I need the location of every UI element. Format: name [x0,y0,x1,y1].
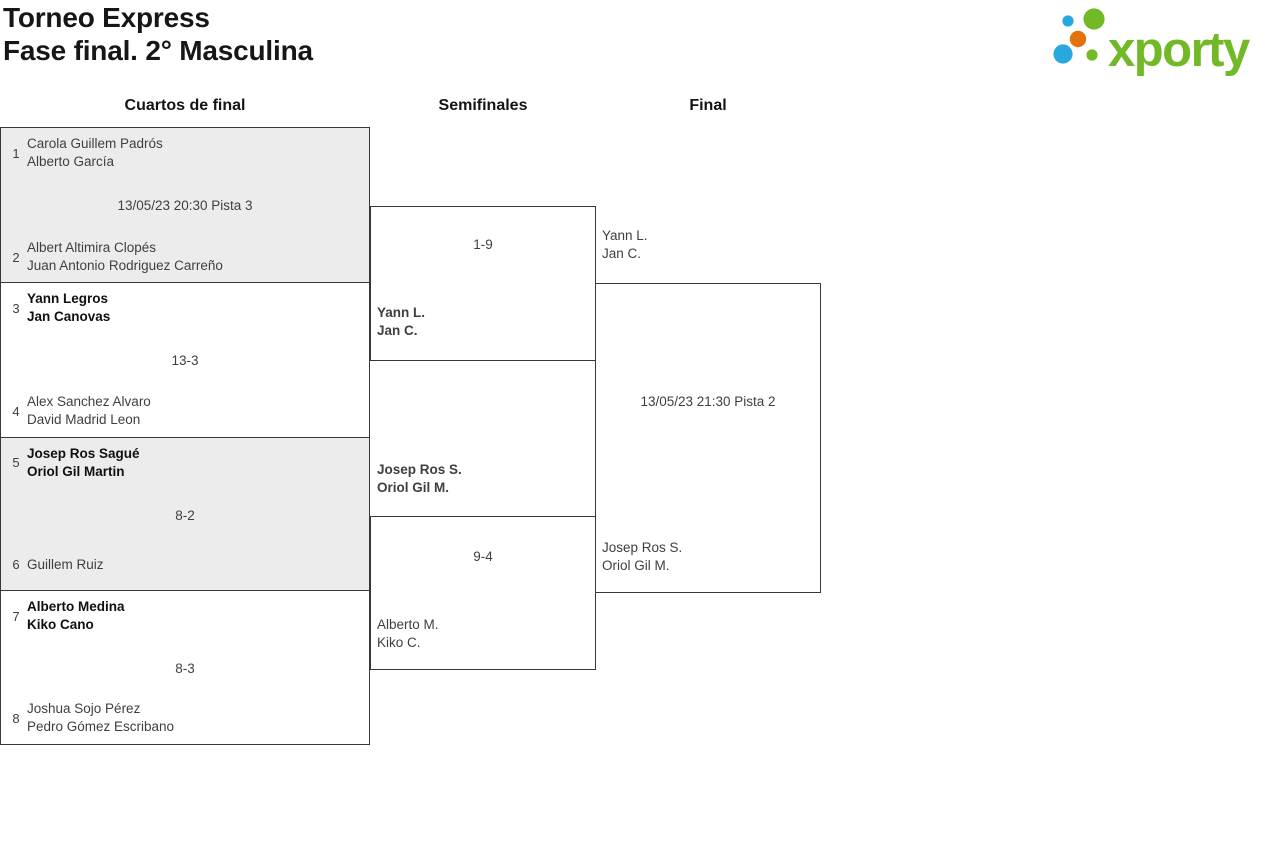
semifinal-2-score: 9-4 [473,549,493,564]
phase-category: Fase final. 2° Masculina [3,35,313,66]
player-name: Yann Legros [27,291,109,307]
player-name: Josep Ros S. [602,540,683,555]
player-name: David Madrid Leon [27,412,141,428]
quarterfinals-column: 1 Carola Guillem Padrós Alberto García 1… [0,127,370,746]
tournament-name: Torneo Express [3,2,210,33]
team-names: Alex Sanchez Alvaro David Madrid Leon [27,393,151,429]
round-header-semifinales: Semifinales [438,97,528,114]
semifinal-2-team-top: Josep Ros S. Oriol Gil M. [377,461,462,497]
team-slot-bottom: 6 Guillem Ruiz [5,547,104,583]
team-names: Josep Ros Sagué Oriol Gil Martin [27,445,140,481]
match-quarterfinal-3[interactable]: 5 Josep Ros Sagué Oriol Gil Martin 8-2 6… [0,436,370,592]
player-name: Guillem Ruiz [27,556,104,572]
final-schedule: 13/05/23 21:30 Pista 2 [640,394,776,409]
player-name: Jan C. [602,246,642,261]
team-slot-top: 1 Carola Guillem Padrós Alberto García [5,135,163,171]
player-name: Josep Ros S. [377,462,462,477]
team-names: Guillem Ruiz [27,547,104,583]
player-name: Albert Altimira Clopés [27,240,157,255]
semifinal-1-team-bottom: Yann L. Jan C. [377,304,425,340]
player-name: Alberto M. [377,617,439,632]
semifinal-1-score: 1-9 [473,237,493,252]
final-team-bottom: Josep Ros S. Oriol Gil M. [602,539,682,575]
match-quarterfinal-2[interactable]: 3 Yann Legros Jan Canovas 13-3 4 Alex Sa… [0,282,370,439]
player-name: Oriol Gil M. [377,480,450,495]
xporty-logo-icon: xporty [1053,8,1252,77]
team-slot-bottom: 4 Alex Sanchez Alvaro David Madrid Leon [5,393,151,429]
match-schedule: 13/05/23 20:30 Pista 3 [117,198,253,213]
logo-dot-big-blue [1053,44,1073,64]
team-names: Joshua Sojo Pérez Pedro Gómez Escribano [27,700,174,736]
player-name: Kiko Cano [27,617,94,633]
seed-number: 3 [12,300,20,316]
match-quarterfinal-4[interactable]: 7 Alberto Medina Kiko Cano 8-3 8 Joshua … [0,590,370,746]
match-score: 8-3 [175,661,195,677]
logo-wordmark: xporty [1108,23,1250,77]
player-name: Pedro Gómez Escribano [27,719,175,735]
match-score: 13-3 [171,353,199,369]
player-name: Jan Canovas [27,309,111,325]
player-name: Carola Guillem Padrós [27,136,163,151]
team-slot-top: 7 Alberto Medina Kiko Cano [5,598,125,634]
player-name: Alberto García [27,154,115,169]
player-name: Oriol Gil M. [602,558,670,573]
team-names: Carola Guillem Padrós Alberto García [27,135,163,171]
final-team-top: Yann L. Jan C. [602,227,648,263]
match-quarterfinal-1[interactable]: 1 Carola Guillem Padrós Alberto García 1… [0,127,370,284]
seed-number: 6 [12,557,20,573]
match-semifinal-2[interactable] [370,516,596,670]
team-names: Yann Legros Jan Canovas [27,290,110,326]
team-names: Alberto Medina Kiko Cano [27,598,125,634]
team-slot-bottom: 2 Albert Altimira Clopés Juan Antonio Ro… [5,239,223,275]
player-name: Yann L. [602,228,648,243]
round-header-final: Final [689,97,727,114]
logo-dot-orange [1069,30,1087,48]
seed-number: 4 [12,403,20,419]
team-slot-top: 5 Josep Ros Sagué Oriol Gil Martin [5,445,140,481]
player-name: Alex Sanchez Alvaro [27,394,151,410]
xporty-logo[interactable]: xporty [1046,2,1278,84]
match-final[interactable] [595,283,821,593]
seed-number: 8 [12,710,20,726]
player-name: Alberto Medina [27,599,125,615]
seed-number: 7 [12,608,20,624]
player-name: Kiko C. [377,635,421,650]
page-title: Torneo Express Fase final. 2° Masculina [3,1,313,67]
player-name: Oriol Gil Martin [27,463,125,479]
player-name: Joshua Sojo Pérez [27,701,141,717]
seed-number: 2 [12,249,20,265]
team-names: Albert Altimira Clopés Juan Antonio Rodr… [27,239,223,275]
logo-dot-big-green [1083,8,1105,30]
logo-dot-small-blue [1062,15,1074,27]
player-name: Jan C. [377,323,418,338]
player-name: Josep Ros Sagué [27,445,140,461]
match-score: 8-2 [175,507,195,523]
seed-number: 1 [12,145,20,161]
team-slot-top: 3 Yann Legros Jan Canovas [5,290,110,326]
seed-number: 5 [12,455,20,471]
logo-dot-small-green [1086,49,1098,61]
player-name: Yann L. [377,305,426,320]
team-slot-bottom: 8 Joshua Sojo Pérez Pedro Gómez Escriban… [5,700,174,736]
semifinal-2-team-bottom: Alberto M. Kiko C. [377,616,439,652]
round-header-cuartos: Cuartos de final [124,97,246,114]
player-name: Juan Antonio Rodriguez Carreño [27,258,223,273]
